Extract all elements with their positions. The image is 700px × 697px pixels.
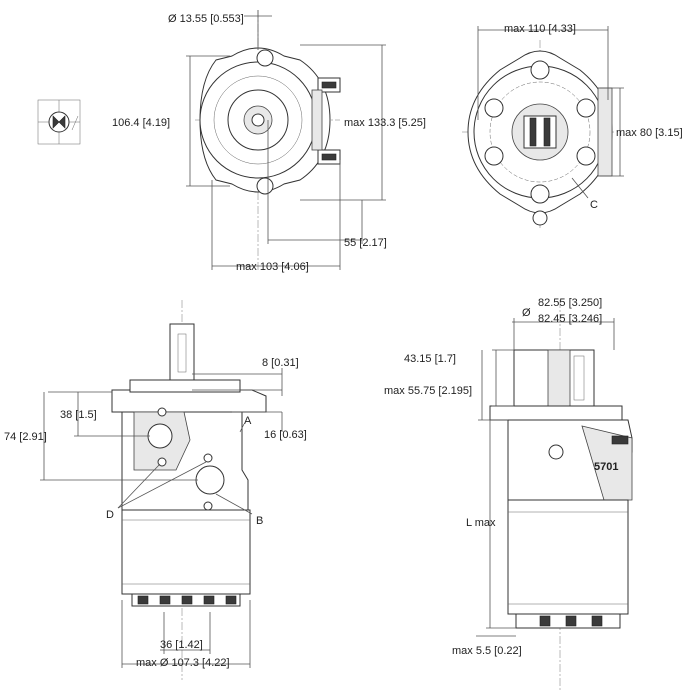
end-clearance-label: max 5.5 [0.22] [452, 645, 522, 657]
bolt-hole-diameter-label: Ø 13.55 [0.553] [168, 13, 244, 25]
max-height-label: max 133.3 [5.25] [344, 117, 426, 129]
side-view: 8 [0.31] 38 [1.5] 74 [2.91] 16 [0.63] A … [4, 300, 307, 680]
max-width-label: max 103 [4.06] [236, 261, 309, 273]
shaft-length-label: 43.15 [1.7] [404, 353, 456, 365]
callout-a: A [244, 415, 252, 427]
port-b-height-label: 74 [2.91] [4, 431, 47, 443]
rear-max-height-label: max 80 [3.15] [616, 127, 683, 139]
hydraulic-motor-symbol [37, 99, 81, 145]
callout-b: B [256, 515, 263, 527]
overall-length-label: L max [466, 517, 496, 529]
shaft-offset-label: 36 [1.42] [160, 639, 203, 651]
shaft-length-max-label: max 55.75 [2.195] [384, 385, 472, 397]
port-a-height-label: 38 [1.5] [60, 409, 97, 421]
mount-hole-spacing-label: 106.4 [4.19] [112, 117, 170, 129]
max-diameter-label: max Ø 107.3 [4.22] [136, 657, 230, 669]
pilot-diameter-min: 82.45 [3.246] [538, 313, 602, 325]
model-label: 5701 [594, 461, 618, 473]
pilot-diameter-max: 82.55 [3.250] [538, 297, 602, 309]
pilot-depth-label: 16 [0.63] [264, 429, 307, 441]
flange-thickness-label: 8 [0.31] [262, 357, 299, 369]
front-view: Ø 13.55 [0.553] 106.4 [4.19] max 133.3 [… [112, 10, 426, 273]
rear-max-width-label: max 110 [4.33] [504, 23, 576, 35]
port-offset-label: 55 [2.17] [344, 237, 387, 249]
callout-c: C [590, 199, 598, 211]
profile-view: Ø 82.55 [3.250] 82.45 [3.246] 43.15 [1.7… [384, 297, 633, 690]
pilot-diameter-symbol: Ø [522, 307, 531, 319]
rear-view: max 110 [4.33] max 80 [3.15] C [462, 23, 683, 228]
callout-d: D [106, 509, 114, 521]
